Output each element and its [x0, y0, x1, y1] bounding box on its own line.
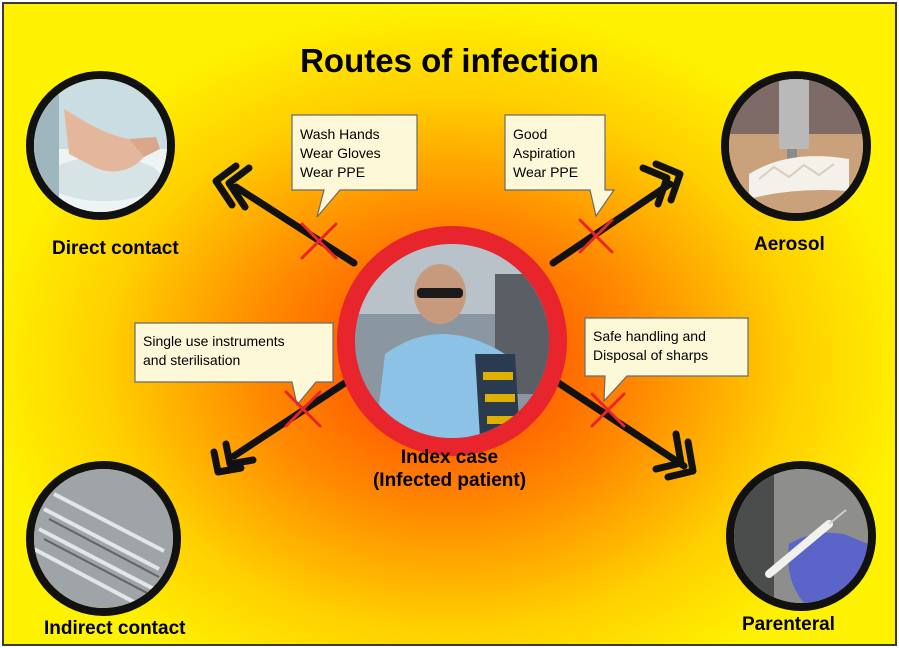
patient-in-dental-chair-photo: [337, 226, 567, 456]
label-aerosol: Aerosol: [754, 234, 825, 256]
diagram-title: Routes of infection: [4, 42, 895, 80]
label-parenteral: Parenteral: [742, 614, 835, 636]
callout-top-left-text: Wash Hands Wear Gloves Wear PPE: [292, 118, 417, 189]
callout-top-right-text: Good Aspiration Wear PPE: [505, 118, 605, 189]
label-direct-contact: Direct contact: [52, 238, 179, 260]
callout-bottom-left-text: Single use instruments and sterilisation: [135, 325, 333, 377]
hand-washing-photo: [26, 71, 175, 220]
label-index-case: Index case: [4, 447, 895, 469]
cross-aerosol: [580, 220, 612, 252]
callout-bottom-right-text: Safe handling and Disposal of sharps: [585, 320, 748, 372]
label-indirect-contact: Indirect contact: [44, 618, 185, 640]
dental-drill-teeth-photo: [721, 71, 871, 221]
label-infected-patient: (Infected patient): [4, 470, 895, 492]
cross-direct-contact: [302, 224, 336, 258]
